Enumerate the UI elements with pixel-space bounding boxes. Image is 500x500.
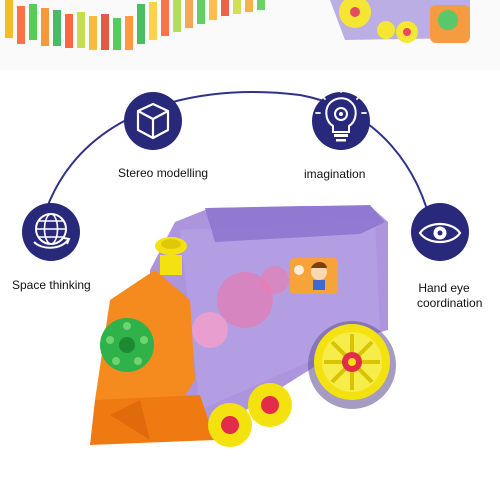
feature-label-hand-eye-line2: coordination [417, 296, 483, 310]
feature-label-space-thinking: Space thinking [12, 278, 91, 292]
domino-train-toy [90, 205, 396, 447]
eye-icon [411, 203, 469, 261]
domino-strip-background [0, 0, 500, 70]
feature-label-imagination: imagination [304, 167, 366, 181]
lightbulb-gear-icon [312, 87, 370, 150]
connecting-arc [37, 91, 434, 241]
globe-icon [22, 203, 80, 261]
feature-label-hand-eye-line1: Hand eye [418, 281, 470, 295]
cube-icon [124, 92, 182, 150]
feature-label-stereo-modelling: Stereo modelling [118, 166, 209, 180]
feature-label-hand-eye-coordination: Hand eye coordination [417, 281, 483, 311]
